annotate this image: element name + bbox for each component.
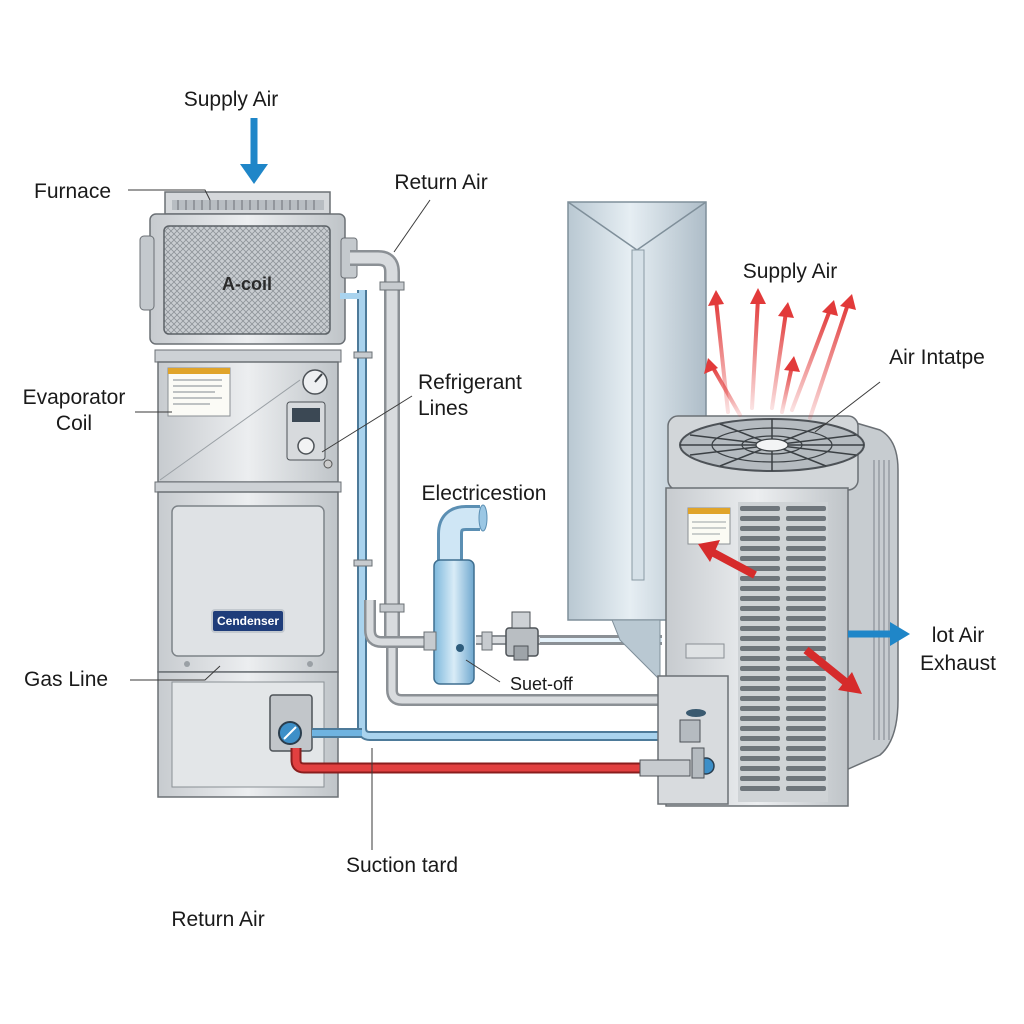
refrigerant-lines-label-line1: Refrigerant — [418, 371, 522, 394]
supply-air-right-label: Supply Air — [743, 260, 838, 283]
return-air-bottom-label: Return Air — [171, 908, 264, 931]
electricestion-label: Electricestion — [422, 482, 547, 505]
a-coil-mesh — [163, 225, 331, 335]
suction-line-label: Suction tard — [346, 854, 458, 877]
return-air-top-label: Return Air — [394, 171, 487, 194]
evaporator-coil-label-line1: Evaporator — [23, 386, 126, 409]
evaporator-coil-label-line2: Coil — [56, 412, 92, 435]
accumulator — [423, 504, 493, 685]
refrigerant-lines-label-line2: Lines — [418, 397, 468, 420]
gas-line-label: Gas Line — [24, 668, 108, 691]
refrigerant-line-red — [290, 748, 640, 774]
leader-lines — [128, 189, 881, 850]
refrigerant-line-blue — [312, 290, 665, 741]
hot-air-exhaust-label-line2: Exhaust — [920, 652, 996, 675]
condenser-badge — [211, 609, 285, 633]
condenser-unit — [639, 415, 899, 807]
shutoff-label: Suet-off — [510, 674, 574, 694]
supply-air-arrow-top — [240, 118, 268, 184]
return-air-pipe — [350, 250, 405, 640]
condenser-badge-label: Cendenser — [217, 614, 279, 628]
a-coil-label: A-coil — [222, 274, 272, 294]
supply-air-top-label: Supply Air — [184, 88, 279, 111]
condenser-red-arrows — [698, 540, 862, 694]
hot-air-exhaust-blue-arrow — [848, 622, 910, 646]
air-intake-label: Air Intatpe — [889, 346, 985, 369]
furnace-label: Furnace — [34, 180, 111, 203]
hot-air-exhaust-arrows — [704, 288, 856, 420]
furnace-unit: Cendenser — [139, 191, 358, 798]
labels: Supply Air Furnace Return Air A-coil Eva… — [23, 88, 996, 931]
hot-air-exhaust-label-line1: lot Air — [932, 624, 985, 647]
